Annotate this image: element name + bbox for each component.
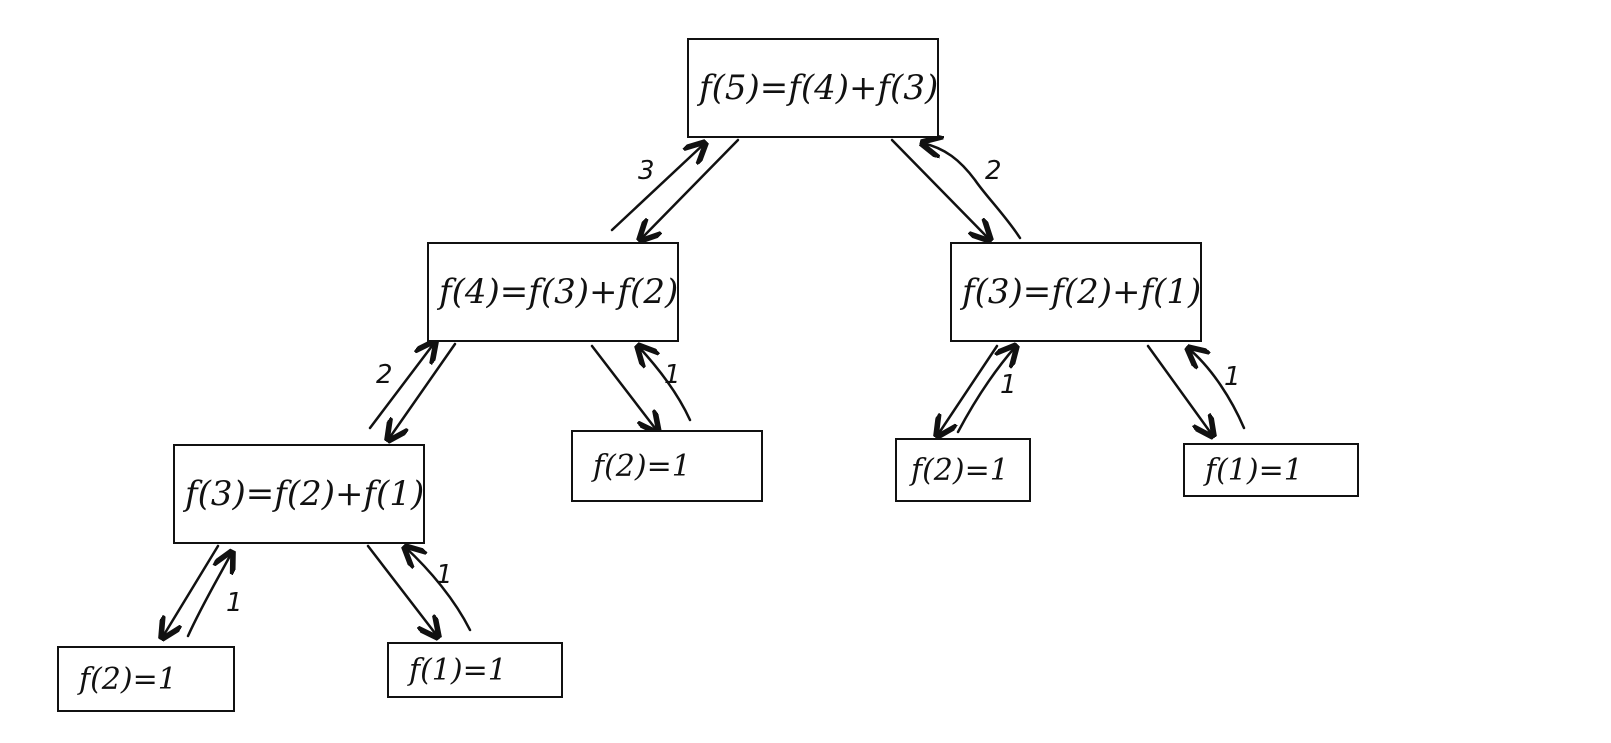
return-label-f1b-to-f3l: 1 — [436, 560, 453, 590]
call-arrow-f3l-f1b — [366, 544, 438, 637]
return-arrow-f1b-f3l — [405, 547, 472, 632]
node-f4: f(4)=f(3)+f(2) — [427, 242, 679, 342]
node-f1-bottom: f(1)=1 — [387, 642, 563, 698]
return-arrow-f1r-f3r — [1188, 348, 1246, 430]
node-f3-right: f(3)=f(2)+f(1) — [950, 242, 1202, 342]
return-arrow-f3l-f4 — [368, 342, 435, 430]
return-arrow-f4-f5 — [610, 143, 705, 232]
return-label-f1r-to-f3r: 1 — [1224, 362, 1241, 392]
call-arrow-f3r-f2r — [937, 344, 999, 436]
return-label-f2b-to-f3l: 1 — [226, 588, 243, 618]
node-f5: f(5)=f(4)+f(3) — [687, 38, 939, 138]
node-f2-bottom: f(2)=1 — [57, 646, 235, 712]
return-label-f2r-to-f3r: 1 — [1000, 370, 1017, 400]
call-arrow-f4-f2m — [590, 344, 658, 432]
call-arrow-f3r-f1r — [1146, 344, 1213, 436]
node-f1-right: f(1)=1 — [1183, 443, 1359, 497]
call-arrow-f5-f4 — [640, 138, 740, 240]
node-f2-mid: f(2)=1 — [571, 430, 763, 502]
return-arrow-f2m-f4 — [638, 346, 692, 422]
return-arrow-f2b-f3l — [186, 552, 232, 638]
return-label-f3r-to-f5: 2 — [985, 156, 1002, 186]
return-label-f2m-to-f4: 1 — [664, 360, 681, 390]
return-label-f3l-to-f4: 2 — [376, 360, 393, 390]
return-arrow-f3r-f5 — [922, 143, 1022, 240]
return-label-f4-to-f5: 3 — [638, 156, 655, 186]
call-arrow-f3l-f2b — [162, 544, 220, 638]
call-arrow-f4-f3l — [388, 342, 457, 440]
return-arrow-f2r-f3r — [956, 346, 1016, 434]
node-f3-left: f(3)=f(2)+f(1) — [173, 444, 425, 544]
call-arrow-f5-f3r — [890, 138, 990, 240]
node-f2-right: f(2)=1 — [895, 438, 1031, 502]
